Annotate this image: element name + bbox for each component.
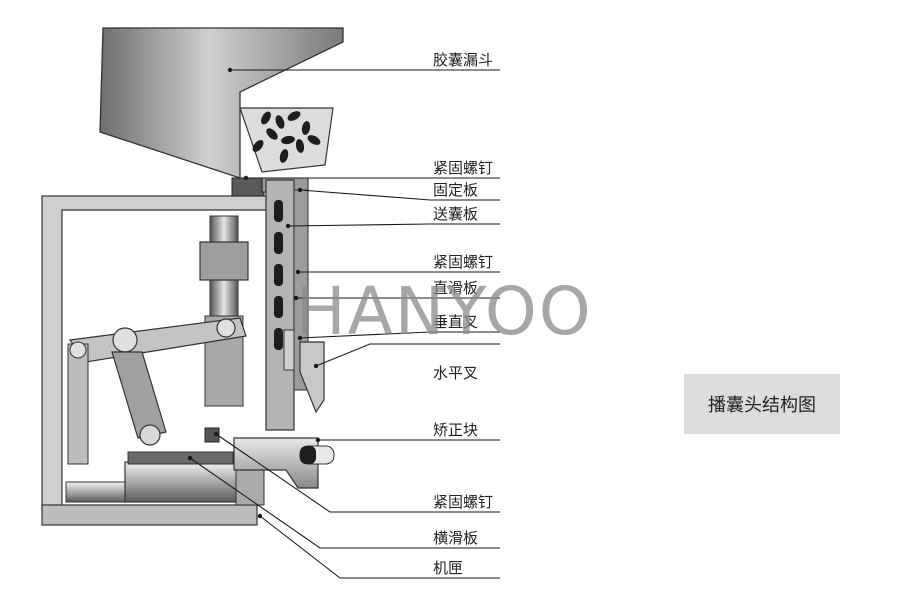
label-fixed-plate: 固定板 [433, 181, 478, 199]
forks [283, 329, 325, 414]
fastening-screw-top [231, 177, 265, 197]
vertical-slide-assembly [199, 215, 249, 407]
label-machine-frame: 机匣 [433, 559, 463, 577]
caption-text: 播囊头结构图 [708, 395, 816, 416]
label-feed-plate: 送囊板 [433, 205, 478, 223]
leader-lines [187, 67, 500, 579]
fastening-screw-bottom [204, 427, 220, 443]
capsule-pile [252, 111, 321, 163]
label-hopper: 胶囊漏斗 [433, 51, 493, 69]
part-labels: 胶囊漏斗 紧固螺钉 固定板 送囊板 紧固螺钉 直滑板 垂直叉 水平叉 矫正块 紧… [433, 51, 493, 577]
label-correction-block: 矫正块 [433, 421, 478, 439]
caption-box: 播囊头结构图 [684, 374, 840, 434]
watermark: HANYOO [296, 273, 593, 350]
label-horizontal-fork: 水平叉 [433, 364, 478, 382]
label-fastening-screw-2: 紧固螺钉 [433, 253, 493, 271]
capsule-hopper [99, 27, 344, 179]
feed-tube [265, 179, 309, 431]
label-vertical-slide: 直滑板 [433, 279, 478, 297]
lever-linkage [67, 317, 247, 465]
machine-frame [41, 195, 269, 526]
horizontal-slide-assembly [65, 427, 265, 506]
label-fastening-screw-1: 紧固螺钉 [433, 159, 493, 177]
label-horizontal-slide: 横滑板 [433, 529, 478, 547]
label-fastening-screw-3: 紧固螺钉 [433, 493, 493, 511]
label-vertical-fork: 垂直叉 [433, 313, 478, 331]
